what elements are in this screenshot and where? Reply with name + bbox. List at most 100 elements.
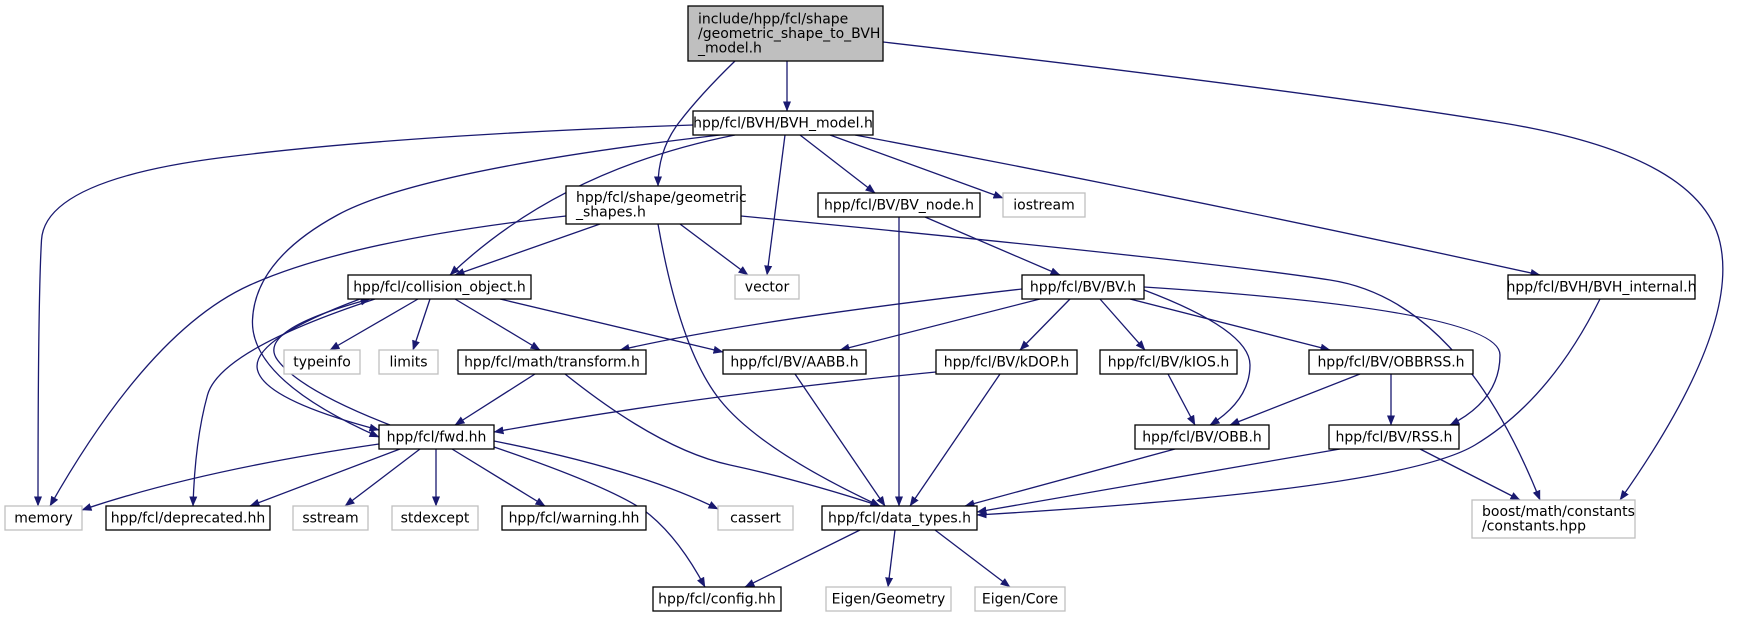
edge-n2-to-n25	[657, 223, 881, 507]
edge-n7-to-n18	[1143, 286, 1501, 426]
node-n15[interactable]: hpp/fcl/BV/OBBRSS.h	[1308, 349, 1474, 375]
node-label: hpp/fcl/data_types.h	[828, 510, 971, 526]
node-label: _shapes.h	[575, 205, 646, 221]
edge-n5-to-n20	[189, 298, 376, 507]
node-n27[interactable]: hpp/fcl/config.hh	[652, 586, 782, 612]
node-label: memory	[14, 510, 73, 526]
node-box[interactable]	[347, 274, 532, 300]
node-n5[interactable]: hpp/fcl/collision_object.h	[347, 274, 532, 300]
node-box[interactable]	[378, 424, 495, 450]
node-n24: cassert	[717, 505, 794, 531]
node-n23[interactable]: hpp/fcl/warning.hh	[501, 505, 647, 531]
node-box	[283, 349, 361, 375]
edge-n2-to-n19	[49, 215, 567, 507]
node-box	[391, 505, 479, 531]
node-label: hpp/fcl/config.hh	[658, 591, 776, 607]
node-n14[interactable]: hpp/fcl/BV/kIOS.h	[1099, 349, 1238, 375]
node-box[interactable]	[821, 505, 978, 531]
node-label: hpp/fcl/BV/kDOP.h	[944, 354, 1070, 370]
node-box[interactable]	[722, 349, 867, 375]
node-label: hpp/fcl/BVH/BVH_internal.h	[1507, 279, 1697, 295]
edge-n16-to-n19	[81, 443, 380, 511]
node-box	[974, 586, 1066, 612]
node-n6: vector	[734, 274, 800, 300]
node-box[interactable]	[1507, 274, 1696, 300]
node-box[interactable]	[1099, 349, 1238, 375]
edge-n3-to-n7	[924, 216, 1061, 276]
edge-n7-to-n15	[1129, 298, 1331, 352]
edge-n18-to-n26	[1419, 448, 1521, 501]
node-label: include/hpp/fcl/shape	[698, 11, 848, 27]
node-n25[interactable]: hpp/fcl/data_types.h	[821, 505, 978, 531]
node-box[interactable]	[565, 185, 742, 225]
edge-n14-to-n17	[1167, 373, 1196, 426]
edge-n25-to-n29	[934, 529, 1011, 588]
node-n16[interactable]: hpp/fcl/fwd.hh	[378, 424, 495, 450]
node-box[interactable]	[105, 505, 271, 531]
node-n13[interactable]: hpp/fcl/BV/kDOP.h	[935, 349, 1078, 375]
edge-n7-to-n13	[1019, 298, 1071, 351]
edge-n2-to-n5	[454, 223, 601, 276]
node-label: hpp/fcl/BV/RSS.h	[1336, 429, 1453, 445]
node-n8[interactable]: hpp/fcl/BVH/BVH_internal.h	[1507, 274, 1697, 300]
edge-n2-to-n26	[740, 215, 1541, 501]
nodes-layer: include/hpp/fcl/shape/geometric_shape_to…	[4, 5, 1697, 612]
node-box[interactable]	[1308, 349, 1474, 375]
edge-n16-to-n21	[344, 448, 421, 507]
node-n12[interactable]: hpp/fcl/BV/AABB.h	[722, 349, 867, 375]
edge-n16-to-n23	[451, 448, 546, 507]
edge-n1-to-n16	[251, 134, 721, 438]
node-n2[interactable]: hpp/fcl/shape/geometric_shapes.h	[565, 185, 747, 225]
node-n1[interactable]: hpp/fcl/BVH/BVH_model.h	[692, 110, 874, 136]
node-box	[717, 505, 794, 531]
node-box[interactable]	[692, 110, 874, 136]
node-n11[interactable]: hpp/fcl/math/transform.h	[457, 349, 647, 375]
edge-n5-to-n11	[454, 298, 541, 351]
node-box[interactable]	[652, 586, 782, 612]
edge-n5-to-n12	[499, 298, 724, 354]
node-label: hpp/fcl/warning.hh	[509, 510, 640, 526]
edge-n1-to-n6	[764, 134, 786, 276]
edge-n7-to-n17	[1143, 289, 1251, 426]
edge-n11-to-n16	[454, 373, 536, 426]
edge-n13-to-n16	[493, 371, 937, 435]
node-box[interactable]	[1134, 424, 1270, 450]
edge-n18-to-n25	[976, 448, 1341, 515]
node-box	[825, 586, 952, 612]
node-n20[interactable]: hpp/fcl/deprecated.hh	[105, 505, 271, 531]
edge-n25-to-n28	[885, 529, 896, 588]
edge-n11-to-n25	[564, 373, 881, 507]
edge-n16-to-n24	[493, 440, 719, 510]
node-label: _model.h	[697, 40, 762, 56]
node-label: iostream	[1013, 197, 1075, 213]
node-label: sstream	[302, 510, 358, 526]
node-n4: iostream	[1002, 192, 1086, 218]
node-label: vector	[745, 279, 790, 295]
edge-n12-to-n25	[794, 373, 886, 507]
node-box[interactable]	[687, 5, 884, 62]
edge-n16-to-n20	[249, 448, 401, 507]
edge-n25-to-n27	[744, 529, 861, 588]
node-n3[interactable]: hpp/fcl/BV/BV_node.h	[817, 192, 981, 218]
node-n26: boost/math/constants/constants.hpp	[1471, 499, 1636, 539]
edge-n5-to-n9	[329, 298, 419, 351]
node-label: hpp/fcl/BV/BV.h	[1030, 279, 1136, 295]
node-box	[1002, 192, 1086, 218]
node-n17[interactable]: hpp/fcl/BV/OBB.h	[1134, 424, 1270, 450]
node-label: Eigen/Core	[982, 591, 1058, 607]
node-n18[interactable]: hpp/fcl/BV/RSS.h	[1328, 424, 1460, 450]
node-n7[interactable]: hpp/fcl/BV/BV.h	[1021, 274, 1145, 300]
node-n10: limits	[378, 349, 439, 375]
edge-n2-to-n6	[679, 223, 749, 276]
node-n0[interactable]: include/hpp/fcl/shape/geometric_shape_to…	[687, 5, 884, 62]
node-box[interactable]	[501, 505, 647, 531]
node-box[interactable]	[1021, 274, 1145, 300]
node-box[interactable]	[817, 192, 981, 218]
node-label: cassert	[730, 510, 781, 526]
edge-n0-to-n2	[654, 60, 736, 187]
node-box[interactable]	[457, 349, 647, 375]
node-box[interactable]	[935, 349, 1078, 375]
edge-n16-to-n5	[273, 297, 391, 426]
edge-n5-to-n16	[256, 298, 380, 432]
node-box[interactable]	[1328, 424, 1460, 450]
